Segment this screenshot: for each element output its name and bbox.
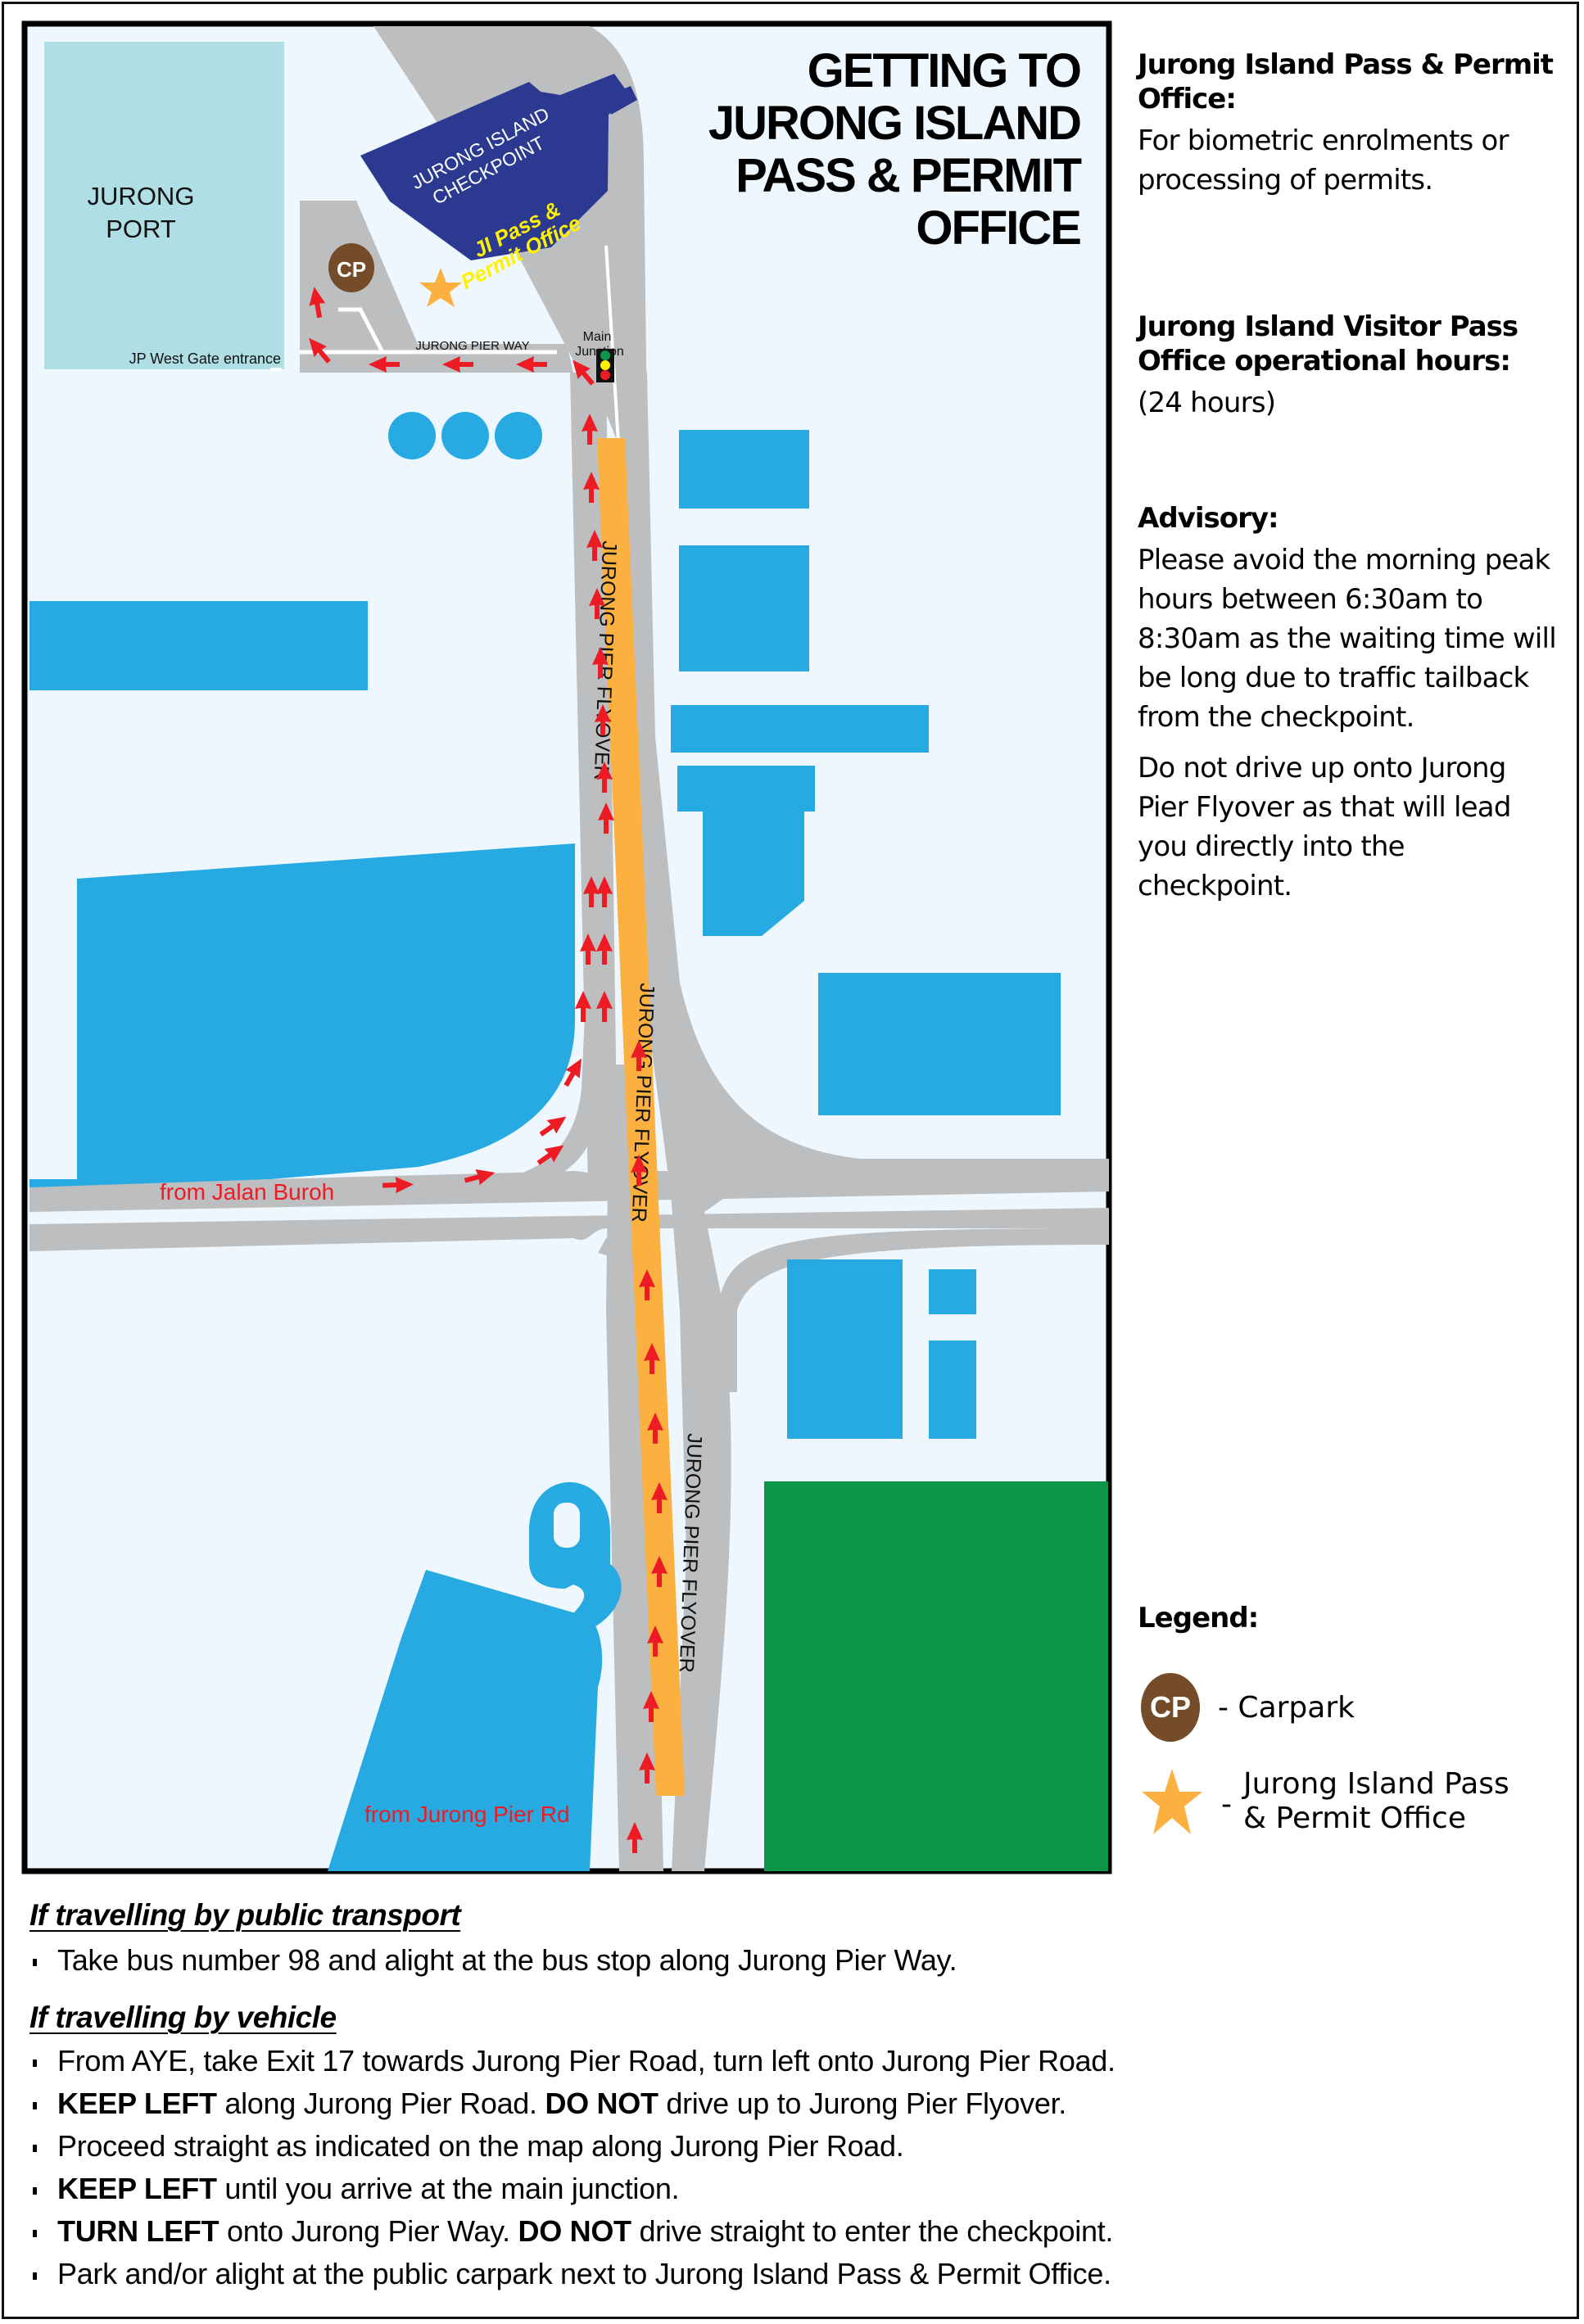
flyover: [597, 438, 685, 1796]
page-title: GETTING TO JURONG ISLAND PASS & PERMIT O…: [708, 44, 1082, 255]
svg-text:JURONG: JURONG: [88, 182, 195, 210]
svg-text:from Jurong Pier Rd: from Jurong Pier Rd: [364, 1802, 570, 1827]
svg-text:from Jalan Buroh: from Jalan Buroh: [160, 1179, 334, 1205]
legend-label: - Carpark: [1218, 1690, 1355, 1725]
legend-heading: Legend:: [1138, 1602, 1259, 1634]
svg-text:JURONG PIER WAY: JURONG PIER WAY: [415, 339, 529, 353]
office-desc: For biometric enrolments or processing o…: [1138, 124, 1509, 197]
vehicle-heading: If travelling by vehicle: [29, 2001, 337, 2034]
star-icon: [419, 268, 462, 307]
buildings: [29, 430, 1061, 1871]
list-item: Take bus number 98 and alight at the bus…: [29, 1939, 1553, 1982]
public-transport-heading: If travelling by public transport: [29, 1898, 461, 1932]
star-icon: [1142, 1769, 1202, 1834]
advisory-heading: Advisory:: [1138, 502, 1279, 535]
svg-text:PORT: PORT: [106, 215, 176, 243]
green-area: [764, 1481, 1108, 1871]
advisory-p2: Do not drive up onto Jurong Pier Flyover…: [1138, 752, 1511, 902]
office-info: Jurong Island Pass & Permit Office: For …: [1138, 47, 1564, 200]
hours-value: (24 hours): [1138, 387, 1276, 419]
svg-text:CP: CP: [337, 257, 366, 282]
list-item: KEEP LEFT until you arrive at the main j…: [29, 2168, 1553, 2210]
svg-text:JP West Gate entrance: JP West Gate entrance: [129, 350, 281, 367]
legend-item-carpark: CP - Carpark: [1141, 1673, 1355, 1742]
vehicle-section: If travelling by vehicle From AYE, take …: [29, 2001, 1553, 2295]
advisory-p1: Please avoid the morning peak hours betw…: [1138, 544, 1557, 734]
legend-label: Jurong Island Pass & Permit Office: [1243, 1767, 1509, 1835]
map: JURONG ISLAND CHECKPOINT JI Pass & Permi…: [21, 20, 1112, 1874]
list-item: TURN LEFT onto Jurong Pier Way. DO NOT d…: [29, 2210, 1553, 2253]
hours-heading: Jurong Island Visitor Pass Office operat…: [1138, 310, 1518, 378]
list-item: KEEP LEFT along Jurong Pier Road. DO NOT…: [29, 2082, 1553, 2125]
jurong-port-area: [44, 42, 284, 369]
office-heading: Jurong Island Pass & Permit Office:: [1138, 48, 1554, 115]
carpark-badge-map: [328, 243, 374, 292]
checkpoint-building: [360, 74, 631, 260]
legend-item-office: - Jurong Island Pass & Permit Office: [1141, 1767, 1509, 1836]
advisory: Advisory: Please avoid the morning peak …: [1138, 501, 1564, 906]
list-item: Park and/or alight at the public carpark…: [29, 2253, 1553, 2295]
list-item: Proceed straight as indicated on the map…: [29, 2125, 1553, 2168]
list-item: From AYE, take Exit 17 towards Jurong Pi…: [29, 2040, 1553, 2082]
traffic-light-icon: [596, 349, 614, 382]
svg-text:Main: Main: [583, 330, 612, 344]
carpark-badge: CP: [1141, 1673, 1200, 1742]
hours-info: Jurong Island Visitor Pass Office operat…: [1138, 310, 1564, 423]
public-transport-section: If travelling by public transport Take b…: [29, 1898, 1553, 1982]
